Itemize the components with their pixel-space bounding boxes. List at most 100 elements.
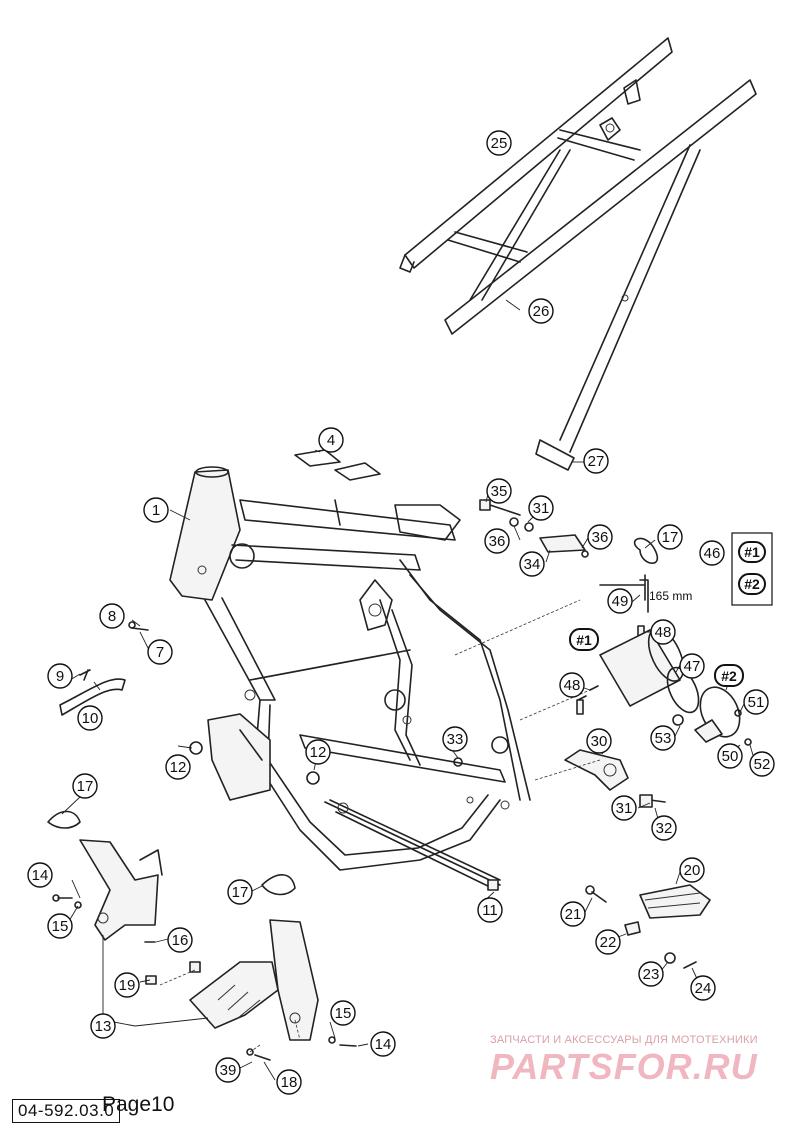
svg-text:12: 12	[310, 744, 327, 761]
callout-27: 27	[583, 448, 609, 474]
dimension-label: 165 mm	[649, 589, 692, 603]
variant-label-2: #2	[738, 573, 766, 595]
callout-22: 22	[595, 929, 621, 955]
svg-text:4: 4	[327, 432, 335, 449]
callout-14b: 14	[370, 1031, 396, 1057]
callout-35: 35	[486, 478, 512, 504]
svg-text:50: 50	[722, 748, 739, 765]
callout-51: 51	[743, 689, 769, 715]
callout-36b: 36	[587, 524, 613, 550]
callout-20: 20	[679, 857, 705, 883]
svg-text:49: 49	[612, 593, 629, 610]
callout-15a: 15	[47, 913, 73, 939]
callout-21: 21	[560, 901, 586, 927]
subframe-drawing	[399, 37, 757, 471]
svg-text:30: 30	[591, 733, 608, 750]
callout-19: 19	[114, 972, 140, 998]
svg-text:18: 18	[281, 1074, 298, 1091]
callout-1: 1	[143, 497, 169, 523]
variant-label-1: #1	[738, 541, 766, 563]
callout-26: 26	[528, 298, 554, 324]
svg-text:14: 14	[375, 1036, 392, 1053]
watermark-tagline: ЗАПЧАСТИ И АКСЕССУАРЫ ДЛЯ МОТОТЕХНИКИ	[490, 1034, 758, 1046]
callout-49: 49	[607, 588, 633, 614]
svg-text:17: 17	[662, 529, 679, 546]
svg-text:53: 53	[655, 730, 672, 747]
svg-text:19: 19	[119, 977, 136, 994]
decal-parts-drawing	[294, 449, 381, 481]
callout-23: 23	[638, 961, 664, 987]
svg-text:7: 7	[156, 644, 164, 661]
main-frame-drawing	[169, 466, 531, 891]
svg-text:34: 34	[524, 556, 541, 573]
svg-text:36: 36	[489, 533, 506, 550]
callout-8: 8	[99, 603, 125, 629]
callout-34: 34	[519, 551, 545, 577]
callout-13: 13	[90, 1013, 116, 1039]
variant-label-silencer-1: #1	[569, 628, 599, 651]
svg-text:48: 48	[564, 677, 581, 694]
svg-text:35: 35	[491, 483, 508, 500]
footrest-bracket-drawing	[564, 749, 666, 808]
callout-31a: 31	[528, 495, 554, 521]
callout-16: 16	[167, 927, 193, 953]
svg-text:15: 15	[335, 1005, 352, 1022]
callout-17b: 17	[227, 879, 253, 905]
callout-17a: 17	[72, 773, 98, 799]
svg-text:31: 31	[533, 500, 550, 517]
svg-text:#2: #2	[744, 576, 760, 592]
variant-label-silencer-2: #2	[714, 664, 744, 687]
svg-text:13: 13	[95, 1018, 112, 1035]
callout-18: 18	[276, 1069, 302, 1095]
callout-14a: 14	[27, 862, 53, 888]
callout-36a: 36	[484, 528, 510, 554]
drawing-code: 04-592.03.0	[12, 1099, 121, 1123]
callout-47: 47	[679, 653, 705, 679]
callout-48a: 48	[650, 619, 676, 645]
variant-legend: #1 #2	[731, 532, 773, 606]
callout-12b: 12	[165, 754, 191, 780]
callout-30: 30	[586, 728, 612, 754]
footpeg-drawing	[585, 884, 711, 969]
hardware-drawing	[59, 499, 659, 891]
svg-text:16: 16	[172, 932, 189, 949]
svg-text:33: 33	[447, 731, 464, 748]
callout-25: 25	[486, 130, 512, 156]
svg-text:52: 52	[754, 756, 771, 773]
callout-33: 33	[442, 726, 468, 752]
silencer-drawing	[576, 628, 752, 746]
callout-10: 10	[77, 705, 103, 731]
svg-text:11: 11	[482, 902, 498, 919]
svg-text:#2: #2	[721, 668, 737, 684]
callout-39: 39	[215, 1057, 241, 1083]
frame-guards-drawing	[47, 810, 319, 1041]
svg-text:24: 24	[695, 980, 712, 997]
svg-text:14: 14	[32, 867, 49, 884]
svg-text:12: 12	[170, 759, 187, 776]
svg-text:48: 48	[655, 624, 672, 641]
callout-15b: 15	[330, 1000, 356, 1026]
svg-text:20: 20	[684, 862, 701, 879]
page-number: Page10	[102, 1093, 175, 1116]
callout-46: 46	[699, 540, 725, 566]
callout-4: 4	[318, 427, 344, 453]
svg-text:15: 15	[52, 918, 69, 935]
callout-12a: 12	[305, 739, 331, 765]
callout-31b: 31	[611, 795, 637, 821]
svg-text:25: 25	[491, 135, 508, 152]
svg-text:36: 36	[592, 529, 609, 546]
svg-text:10: 10	[82, 710, 99, 727]
svg-text:26: 26	[533, 303, 550, 320]
callout-9: 9	[47, 663, 73, 689]
svg-text:22: 22	[600, 934, 617, 951]
svg-text:39: 39	[220, 1062, 237, 1079]
callout-52: 52	[749, 751, 775, 777]
svg-text:47: 47	[684, 658, 701, 675]
callout-11: 11	[477, 897, 503, 923]
callout-48b: 48	[559, 672, 585, 698]
callout-24: 24	[690, 975, 716, 1001]
callout-50: 50	[717, 743, 743, 769]
svg-text:51: 51	[748, 694, 765, 711]
svg-text:8: 8	[108, 608, 116, 625]
